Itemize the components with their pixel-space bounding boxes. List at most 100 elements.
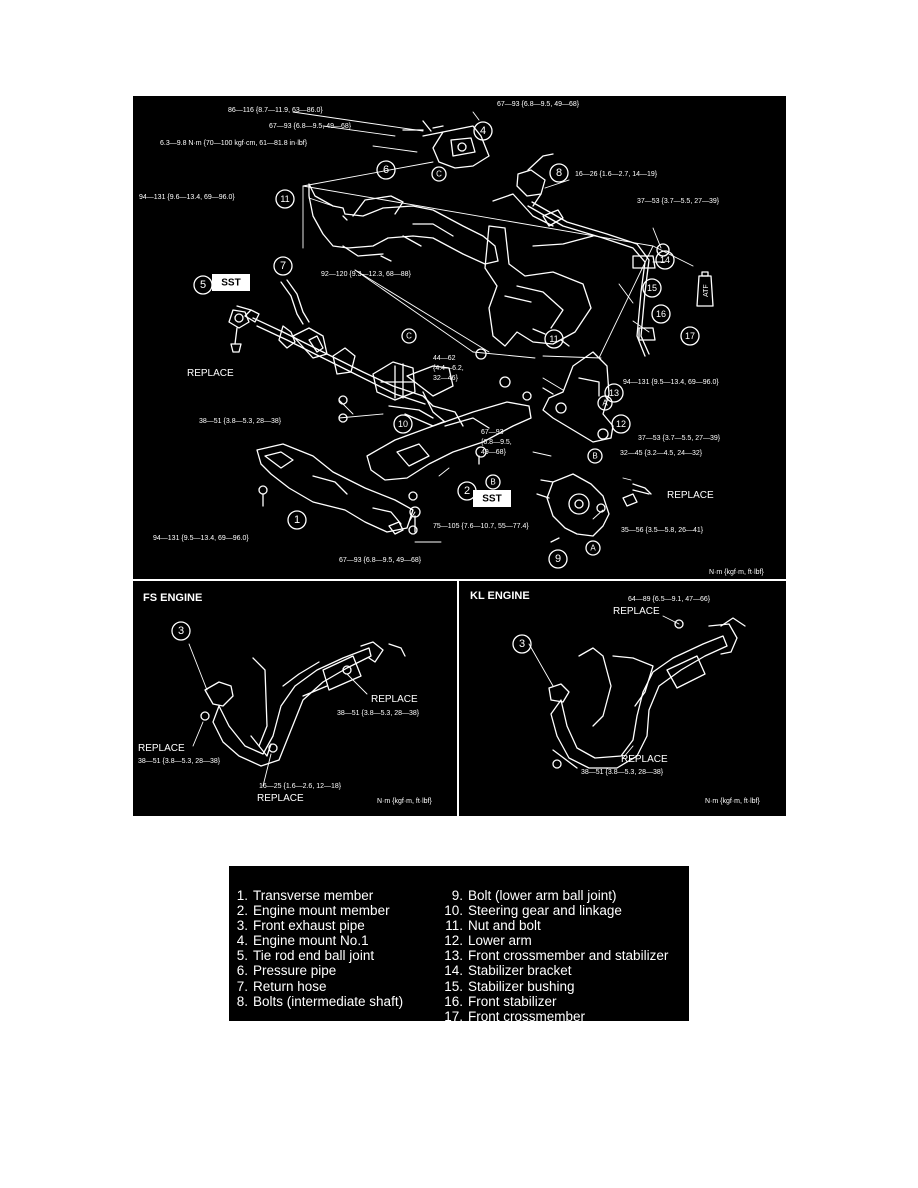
legend-item: 17. Front crossmember — [441, 1009, 668, 1024]
front-stabilizer-drawing — [527, 201, 670, 357]
intermediate-shaft-drawing — [516, 153, 554, 207]
fasteners-drawing — [258, 120, 606, 543]
kl-exhaust-pipe-drawing — [548, 617, 746, 769]
callout-number-17: 17 — [685, 331, 695, 341]
callout-number-16: 16 — [656, 309, 666, 319]
fs-units-label: N·m {kgf·m, ft·lbf} — [377, 798, 433, 805]
callout-number-8: 8 — [556, 167, 562, 179]
legend-item-number: 16. — [444, 993, 463, 1009]
legend-item: 6.Pressure pipe — [234, 963, 403, 978]
callout-circle-4 — [473, 121, 493, 141]
fs-exhaust-pipe-drawing — [200, 641, 406, 767]
legend-item-number: 2. — [236, 903, 248, 919]
legend-item-number: 6. — [236, 963, 248, 979]
legend-item-text: Engine mount No.1 — [253, 933, 369, 949]
torque-label-t13: 38—51 {3.8—5.3, 28—38} — [199, 418, 282, 425]
torque-label-t2: 67—93 {6.8—9.5, 49—68} — [269, 123, 352, 130]
fs-torque-label-3: 16—25 {1.6—2.6, 12—18} — [259, 783, 342, 790]
atf-bottle-drawing — [696, 271, 714, 307]
letter-b-2: B — [490, 478, 495, 487]
callout-number-14: 14 — [660, 255, 670, 265]
legend-item-text: Front crossmember — [468, 1008, 586, 1024]
torque-label-t15: {6.8—9.5, — [481, 439, 512, 446]
legend-item-number: 17. — [444, 1008, 463, 1024]
kl-units-label: N·m {kgf·m, ft·lbf} — [705, 798, 761, 805]
torque-label-t17: 37—53 {3.7—5.5, 27—39} — [638, 435, 721, 442]
legend-item-text: Transverse member — [253, 888, 374, 903]
callout-number-4: 4 — [480, 125, 486, 137]
legend-column-right: 9.Bolt (lower arm ball joint)10.Steering… — [441, 888, 668, 1024]
legend-item: 4.Engine mount No.1 — [234, 933, 403, 948]
torque-label-t6: 94—131 {9.6—13.4, 69—96.0} — [139, 194, 235, 201]
legend-item-number: 3. — [236, 918, 248, 934]
letter-circle-b-2 — [485, 474, 501, 490]
torque-label-t12: 94—131 {9.5—13.4, 69—96.0} — [623, 379, 719, 386]
callout-circle-3-kl — [512, 634, 532, 654]
legend-item-text: Stabilizer bracket — [468, 963, 572, 979]
callout-number-10: 10 — [398, 419, 408, 429]
legend-item-text: Engine mount member — [253, 903, 390, 919]
torque-label-t24: REPLACE — [187, 368, 234, 379]
letter-circle-c-1 — [401, 328, 417, 344]
callout-number-12: 12 — [616, 419, 626, 429]
legend-item-text: Stabilizer bushing — [468, 978, 575, 994]
torque-label-t7: 37—53 {3.7—5.5, 27—39} — [637, 198, 720, 205]
kl-engine-labels: KL ENGINE 64—89 {6.5—9.1, 47—66} REPLACE… — [470, 590, 761, 805]
callout-circle-3-fs — [171, 621, 191, 641]
sst-box-bottom — [473, 490, 511, 507]
fs-engine-heading: FS ENGINE — [143, 592, 202, 604]
callout-number-13: 13 — [609, 388, 619, 398]
callout-number-9: 9 — [555, 553, 561, 565]
torque-label-t23: 67—93 {6.8—9.5, 49—68} — [339, 557, 422, 564]
transverse-member-drawing — [256, 443, 414, 535]
exploded-diagram: SST SST 1 2 3 3 4 5 6 7 8 9 10 11 11 12 … — [133, 96, 786, 816]
legend-item-number: 8. — [236, 993, 248, 1009]
callout-circle-13 — [604, 383, 624, 403]
fs-replace-label-1: REPLACE — [371, 694, 418, 705]
legend-item-text: Front stabilizer — [468, 993, 557, 1009]
legend-item-text: Front exhaust pipe — [253, 918, 365, 934]
callout-circle-16 — [651, 304, 671, 324]
legend-item: 10.Steering gear and linkage — [441, 903, 668, 918]
torque-label-t25: N·m {kgf·m, ft·lbf} — [709, 569, 765, 576]
callout-circle-14 — [655, 250, 675, 270]
lower-engine-mount-member-drawing — [366, 401, 532, 481]
legend-item-number: 5. — [236, 948, 248, 964]
tie-rod-end-drawing — [228, 309, 250, 353]
callout-circle-10 — [393, 414, 413, 434]
callout-circle-12 — [611, 414, 631, 434]
legend-item: 1.Transverse member — [234, 888, 403, 903]
torque-label-t5: 16—26 {1.6—2.7, 14—19} — [575, 171, 658, 178]
sst-label-bottom: SST — [482, 494, 501, 505]
steering-gear-drawing — [236, 305, 464, 427]
callout-circle-11-top — [275, 189, 295, 209]
torque-labels: 86—116 {8.7—11.9, 63—86.0} 67—93 {6.8—9.… — [139, 101, 765, 576]
torque-label-t16: 49—68} — [481, 449, 507, 456]
letter-circle-a-2 — [585, 540, 601, 556]
letter-c-2: C — [436, 170, 442, 179]
letter-a-1: A — [602, 399, 608, 408]
split-pin-drawing — [622, 483, 652, 507]
letter-b-1: B — [592, 452, 597, 461]
callout-circle-15 — [642, 278, 662, 298]
letter-c-1: C — [406, 332, 412, 341]
legend-item-number: 11. — [445, 918, 463, 934]
letter-circle-c-2 — [431, 166, 447, 182]
lower-arm-drawing — [542, 351, 614, 443]
callout-circles — [171, 121, 700, 654]
torque-label-t19: REPLACE — [667, 490, 714, 501]
callout-number-1: 1 — [294, 514, 300, 526]
callout-circle-8 — [549, 163, 569, 183]
letter-circle-a-1 — [597, 395, 613, 411]
legend-item-text: Nut and bolt — [468, 918, 541, 934]
legend-item: 15.Stabilizer bushing — [441, 979, 668, 994]
torque-label-t14: 67—93 — [481, 429, 504, 436]
callout-number-3-fs: 3 — [178, 625, 184, 637]
legend-item-number: 7. — [236, 978, 248, 994]
legend-item: 3. Front exhaust pipe — [234, 918, 403, 933]
legend-item: 11. Nut and bolt — [441, 918, 668, 933]
torque-label-t10: {4.4—6.2, — [433, 365, 464, 372]
callout-circle-6 — [376, 160, 396, 180]
